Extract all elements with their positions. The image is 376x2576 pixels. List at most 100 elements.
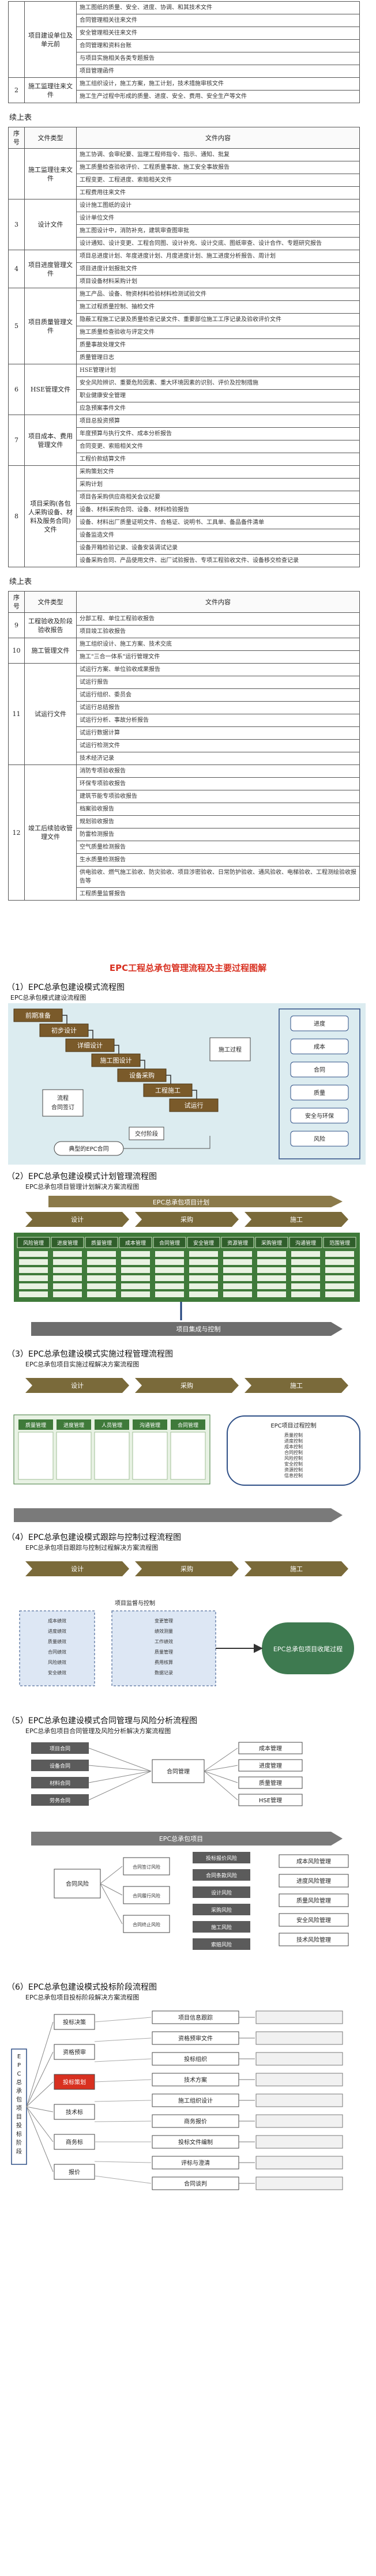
risk-mgmt-label: 质量风险管理 (296, 1897, 331, 1904)
mgmt-cell (19, 1283, 48, 1289)
header-number: 序号 (8, 591, 25, 613)
mgmt-col-label: 范围管理 (329, 1240, 350, 1246)
risk-stage-label: 合同签订风险 (133, 1864, 160, 1870)
group-header (95, 1419, 129, 1430)
section-2-subtitle: EPC总承包项目管理计划解决方案流程图 (25, 1183, 140, 1191)
control-item (290, 1061, 349, 1078)
file-content: 试运行总结报告 (76, 701, 360, 714)
file-type: 项目成本、费用管理文件 (24, 415, 77, 466)
file-content: 环保专项验收报告 (76, 777, 360, 790)
phase4-1-label: 采购 (181, 1565, 193, 1573)
table-row: 项目建设单位及单元前 施工图纸的质量、安全、进度、协调、和其技术文件 (8, 1, 360, 78)
file-type: 项目进度管理文件 (24, 250, 77, 288)
bid-node-label: 投标决策 (63, 2018, 86, 2026)
contract-mgmt-box (152, 1759, 205, 1783)
table-row: 规划验收报告 (9, 815, 360, 828)
contract-type-label: 劳务合同 (50, 1797, 70, 1804)
phase-1-label: 采购 (181, 1215, 193, 1223)
mgmt-cell (189, 1291, 218, 1297)
panel-item: 安全控制 (284, 1461, 303, 1467)
row-number: 8 (8, 465, 25, 567)
control-item (290, 1131, 349, 1147)
file-content: 设计通知、设计变更、工程合同图、设计补充、设计交底、图纸审查、设计合作、专题研究… (76, 237, 360, 250)
left-item: 成本绩效 (48, 1618, 66, 1624)
mgmt-cell (155, 1259, 184, 1265)
contract-type-box (31, 1742, 89, 1754)
construction-process-box (209, 1037, 251, 1061)
risk-mgmt-label: 安全风险管理 (296, 1916, 331, 1924)
mgmt-cell (19, 1259, 48, 1265)
file-content: 项目设备材料采购计划 (76, 275, 360, 288)
file-content: 施工图设计中，消防补充，建筑审查图审批 (76, 224, 360, 238)
mgmt-col-label: 沟通管理 (295, 1240, 316, 1246)
risk-label: 合同风险 (66, 1880, 89, 1888)
header-type: 文件类型 (24, 591, 77, 613)
risk-item-box (193, 1869, 250, 1881)
table-middle: 序号 文件类型 文件内容 施工监理往来文件施工协调、会审纪要、监理工程师指令、指… (8, 127, 360, 567)
left-item: 合同绩效 (48, 1649, 66, 1655)
panel-item: 信息控制 (284, 1472, 303, 1478)
table-top: 项目建设单位及单元前 施工图纸的质量、安全、进度、协调、和其技术文件 合同管理相… (8, 1, 360, 103)
mgmt-col-label: 风险管理 (23, 1240, 44, 1246)
mgmt-col-label: 资源管理 (227, 1240, 248, 1246)
mgmt-type-label: HSE管理 (259, 1797, 282, 1804)
control-item-label: 进度 (314, 1020, 325, 1027)
risk-item-label: 索赔风险 (211, 1941, 232, 1948)
mgmt-cell (121, 1283, 150, 1289)
file-content: 分部工程、单位工程验收报告 (76, 612, 360, 626)
row-number: 10 (8, 638, 25, 664)
risk-mgmt-label: 成本风险管理 (296, 1858, 331, 1865)
phase3-0 (25, 1378, 129, 1393)
file-content: 合同管理和资料台账 (76, 39, 360, 52)
bid-node (54, 2164, 95, 2180)
risk-item-label: 投标报价风险 (206, 1855, 237, 1862)
closing-process-box (262, 1622, 354, 1674)
file-content: 试运行组织、委员会 (76, 688, 360, 702)
panel-item: 合同控制 (284, 1449, 303, 1455)
mgmt-col-header (51, 1237, 84, 1248)
file-content: 施工组织设计，施工方案，施工计划，技术措施审核文件 (76, 77, 360, 91)
mgmt-cell (155, 1251, 184, 1257)
mgmt-cell (53, 1267, 82, 1273)
stage-label: 工程施工 (155, 1087, 181, 1094)
row-number: 9 (8, 612, 25, 638)
mgmt-col-header (153, 1237, 186, 1248)
contract-type-box (31, 1794, 89, 1806)
file-content: 采购计划 (76, 478, 360, 491)
control-item (290, 1084, 349, 1101)
mgmt-cell (53, 1275, 82, 1281)
risk-item-box (193, 1886, 250, 1898)
bid-item-label: 商务报价 (184, 2118, 207, 2125)
file-content: 设备开箱检验记录、设备安装调试记录 (76, 541, 360, 555)
file-content: 建筑节能专项验收报告 (76, 790, 360, 803)
file-content: 供电验收、燃气施工验收、防灾验收、项目涉密验收、日常防护验收、通风验收、电梯验收… (76, 866, 360, 888)
mgmt-cell (325, 1267, 354, 1273)
file-content: HSE管理计划 (76, 364, 360, 377)
mgmt-col-header (187, 1237, 220, 1248)
mgmt-type-box (238, 1776, 303, 1789)
mgmt-cell (257, 1275, 286, 1281)
group-header (57, 1419, 91, 1430)
mgmt-col-label: 进度管理 (57, 1240, 78, 1246)
bid-item-label: 项目信息跟踪 (178, 2014, 213, 2021)
mgmt-col-label: 成本管理 (125, 1240, 146, 1246)
stage-box (169, 1098, 219, 1112)
bid-item-label: 资格预审文件 (178, 2035, 213, 2042)
epc-contract-label: 典型的EPC合同 (69, 1145, 108, 1153)
mgmt-cell (223, 1275, 252, 1281)
group-body (56, 1432, 92, 1480)
mid-performance-box (111, 1610, 216, 1686)
mgmt-cell (87, 1275, 116, 1281)
mgmt-cell (257, 1267, 286, 1273)
file-content: 档案验收报告 (76, 803, 360, 816)
stage-label: 试运行 (185, 1102, 204, 1109)
bid-node (54, 2134, 95, 2150)
file-content: 安全管理相关往来文件 (76, 27, 360, 40)
contract-box (42, 1089, 84, 1117)
mgmt-cell (325, 1251, 354, 1257)
panel-item: 质量控制 (284, 1432, 303, 1438)
